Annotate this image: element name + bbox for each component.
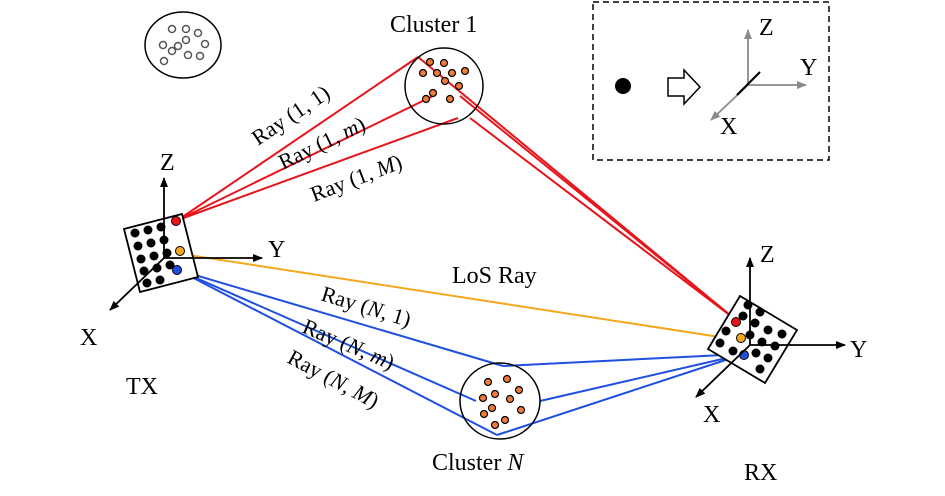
ray-1-m xyxy=(177,95,434,221)
ray-N-m xyxy=(177,269,477,402)
rx-element-yellow xyxy=(736,333,746,343)
tx-axis-y: Y xyxy=(268,237,285,263)
legend-element-stroke xyxy=(736,71,761,96)
generic-cluster xyxy=(144,11,222,79)
legend-element-dot xyxy=(615,78,631,94)
clusterN-rays xyxy=(177,269,745,436)
ray-N-M xyxy=(177,269,498,436)
ray-1-m-rx xyxy=(459,95,737,321)
los-ray-label: LoS Ray xyxy=(452,263,537,289)
cluster-1 xyxy=(404,47,484,125)
ray-N-m-rx xyxy=(539,353,745,402)
ray-1-M xyxy=(177,117,459,221)
arrow-right-icon xyxy=(667,68,702,106)
rx-axis-z: Z xyxy=(760,242,775,268)
rx-axes xyxy=(695,257,846,398)
tx-element-red xyxy=(171,216,181,226)
ray-1-M-label: Ray (1, M) xyxy=(307,149,406,207)
ray-1-M-rx xyxy=(469,117,737,321)
rx-antenna xyxy=(706,294,799,385)
legend-axis-z: Z xyxy=(759,15,774,41)
legend-box: Z Y X xyxy=(592,1,830,161)
tx-label: TX xyxy=(126,374,158,400)
rx-axis-x: X xyxy=(703,402,720,428)
ray-N-1-rx xyxy=(502,353,745,367)
tx-element-blue xyxy=(172,265,182,275)
cluster-N-label: Cluster N xyxy=(432,450,525,476)
tx-axis-z: Z xyxy=(160,150,175,176)
legend-axis-x: X xyxy=(720,114,737,140)
los-ray xyxy=(181,253,740,341)
ray-N-M-rx xyxy=(496,353,745,436)
rx-element-red xyxy=(731,317,741,327)
cluster-N xyxy=(459,362,541,440)
cluster1-rays xyxy=(177,56,737,321)
tx-axes xyxy=(109,177,263,311)
ray-1-1 xyxy=(177,56,419,221)
tx-element-yellow xyxy=(175,246,185,256)
rx-label: RX xyxy=(744,460,777,486)
ray-N-1 xyxy=(177,269,504,367)
legend-axis-y: Y xyxy=(800,55,817,81)
cluster-1-label: Cluster 1 xyxy=(390,12,477,38)
tx-antenna xyxy=(122,212,200,294)
rx-axis-y: Y xyxy=(850,337,867,363)
tx-axis-x: X xyxy=(80,325,97,351)
